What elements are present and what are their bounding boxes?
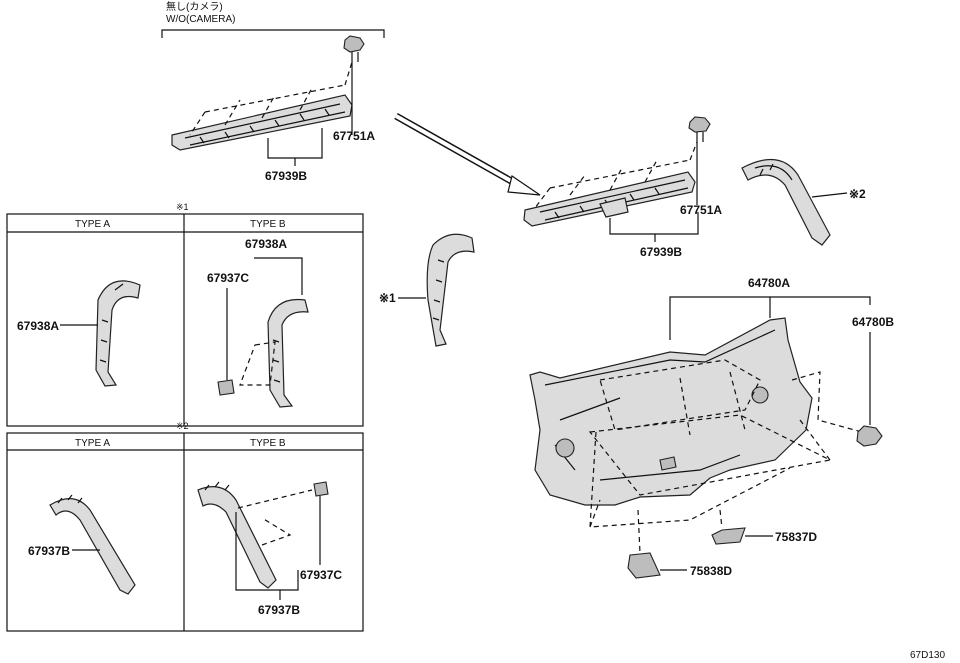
clip-67751a-top xyxy=(343,35,365,62)
label-75837d: 75837D xyxy=(775,530,817,544)
box2-ref: ※2 xyxy=(176,421,189,431)
box2-b-clip xyxy=(313,481,329,497)
box1-ref: ※1 xyxy=(176,202,189,212)
box1-type-b: TYPE B xyxy=(250,219,286,230)
label-75838d: 75838D xyxy=(690,564,732,578)
box2-b-right-label: 67937C xyxy=(300,568,342,582)
note-jp: 無し(カメラ) xyxy=(166,0,223,13)
back-door-trim-board-64780a xyxy=(529,317,813,506)
box2-type-b: TYPE B xyxy=(250,438,286,449)
box2-type-a: TYPE A xyxy=(75,438,110,449)
box1-b-left-label: 67937C xyxy=(207,271,249,285)
box1-b-clip xyxy=(217,379,235,396)
box2-b-trim xyxy=(197,481,277,589)
garnish-67939b-top xyxy=(171,94,353,151)
side-trim-ref1 xyxy=(426,233,475,347)
diagram-code: 67D130 xyxy=(910,650,945,661)
label-67939b-top: 67939B xyxy=(265,169,307,183)
box2-a-trim xyxy=(49,494,136,595)
label-64780a: 64780A xyxy=(748,276,790,290)
clip-67751a-right xyxy=(688,116,711,142)
side-trim-ref2 xyxy=(741,158,831,246)
note-en: W/O(CAMERA) xyxy=(166,14,235,25)
box2-b-bottom-label: 67937B xyxy=(258,603,300,617)
clip-64780b xyxy=(856,425,883,447)
label-67751a-right: 67751A xyxy=(680,203,722,217)
box1-b-top-label: 67938A xyxy=(245,237,287,251)
part-75838d xyxy=(627,552,661,579)
label-64780b: 64780B xyxy=(852,315,894,329)
box2-a-label: 67937B xyxy=(28,544,70,558)
box1-b-trim xyxy=(267,298,309,408)
box2-frame xyxy=(6,432,364,632)
part-75837d xyxy=(711,527,746,545)
box1-a-trim xyxy=(95,280,141,387)
label-67751a-top: 67751A xyxy=(333,129,375,143)
box1-a-label: 67938A xyxy=(17,319,59,333)
label-ref2-side: ※2 xyxy=(849,187,866,201)
label-ref1-side: ※1 xyxy=(379,291,396,305)
box1-frame xyxy=(6,213,364,427)
label-67939b-right: 67939B xyxy=(640,245,682,259)
garnish-67939b-right xyxy=(523,171,696,227)
box1-type-a: TYPE A xyxy=(75,219,110,230)
assembly-arrow xyxy=(394,112,541,196)
note-bracket xyxy=(161,29,385,38)
